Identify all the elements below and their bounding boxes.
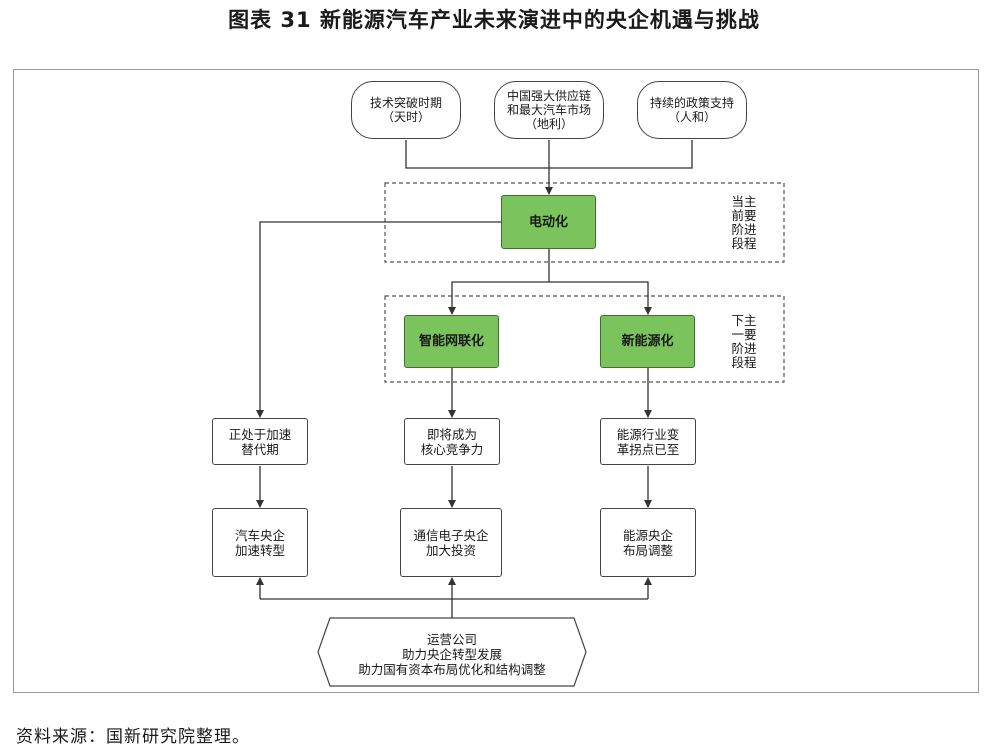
bottom-line2: 助力央企转型发展 <box>401 647 502 662</box>
input-supply-line3: （地利） <box>524 117 573 131</box>
node-intelligent-connected: 智能网联化 <box>404 315 499 368</box>
row3-left-line1: 正处于加速 <box>228 426 292 442</box>
stage1-label-line2: 前要 <box>731 208 757 223</box>
soe-auto-transformation: 汽车央企 加速转型 <box>212 508 308 577</box>
input-policy-line1: 持续的政策支持 <box>649 96 734 110</box>
diagram-frame <box>13 69 979 693</box>
row4-left-line1: 汽车央企 <box>234 527 285 543</box>
stage2-label-line2: 一要 <box>731 327 757 342</box>
stage1-label-line3: 阶进 <box>731 222 757 237</box>
row4-center-line1: 通信电子央企 <box>413 527 489 543</box>
input-supply-line1: 中国强大供应链 <box>506 89 591 103</box>
soe-telecom-investment: 通信电子央企 加大投资 <box>400 508 502 577</box>
operating-company-text: 运营公司 助力央企转型发展 助力国有资本布局优化和结构调整 <box>318 632 586 677</box>
status-accelerated-replacement: 正处于加速 替代期 <box>212 418 308 465</box>
stage1-label-line1: 当主 <box>731 194 757 209</box>
stage1-label: 当主 前要 阶进 段程 <box>726 195 762 251</box>
status-core-competitiveness: 即将成为 核心竞争力 <box>404 418 500 465</box>
input-tech-line2: （天时） <box>381 110 430 124</box>
input-policy-line2: （人和） <box>667 110 716 124</box>
status-energy-turning-point: 能源行业变 革拐点已至 <box>600 418 696 465</box>
stage2-label-line1: 下主 <box>731 313 757 328</box>
stage1-dashed-box <box>384 182 785 263</box>
source-note: 资料来源：国新研究院整理。 <box>16 727 250 747</box>
row3-right-line1: 能源行业变 <box>616 426 680 442</box>
node-electrification: 电动化 <box>501 195 596 249</box>
row3-center-line1: 即将成为 <box>426 426 477 442</box>
input-tech-breakthrough: 技术突破时期 （天时） <box>351 81 461 139</box>
input-policy-support: 持续的政策支持 （人和） <box>637 81 747 139</box>
input-supply-line2: 和最大汽车市场 <box>506 103 591 117</box>
row4-right-line1: 能源央企 <box>622 527 673 543</box>
stage2-label-line3: 阶进 <box>731 341 757 356</box>
row3-right-line2: 革拐点已至 <box>616 441 680 457</box>
bottom-line1: 运营公司 <box>426 632 477 647</box>
soe-energy-adjustment: 能源央企 布局调整 <box>600 508 696 577</box>
stage2-dashed-box <box>384 295 785 383</box>
ev-to-replacement-connector <box>256 221 501 418</box>
stage1-label-line4: 段程 <box>731 236 757 251</box>
row4-right-line2: 布局调整 <box>622 542 673 558</box>
ev-split-connector <box>448 249 550 315</box>
bottom-hexagon <box>317 617 587 687</box>
bottom-line3: 助力国有资本布局优化和结构调整 <box>358 662 546 677</box>
stage2-label-line4: 段程 <box>731 355 757 370</box>
stage2-label: 下主 一要 阶进 段程 <box>726 314 762 370</box>
input-supply-chain: 中国强大供应链 和最大汽车市场 （地利） <box>494 81 604 139</box>
node-new-energy: 新能源化 <box>600 315 695 368</box>
figure-title: 图表 31 新能源汽车产业未来演进中的央企机遇与挑战 <box>228 8 760 32</box>
row3-center-line2: 核心竞争力 <box>420 441 484 457</box>
ev-split-right-connector <box>549 281 652 315</box>
row4-left-line2: 加速转型 <box>234 542 285 558</box>
input-tech-line1: 技术突破时期 <box>369 96 442 110</box>
row3-left-line2: 替代期 <box>241 441 279 457</box>
row4-center-line2: 加大投资 <box>425 542 476 558</box>
